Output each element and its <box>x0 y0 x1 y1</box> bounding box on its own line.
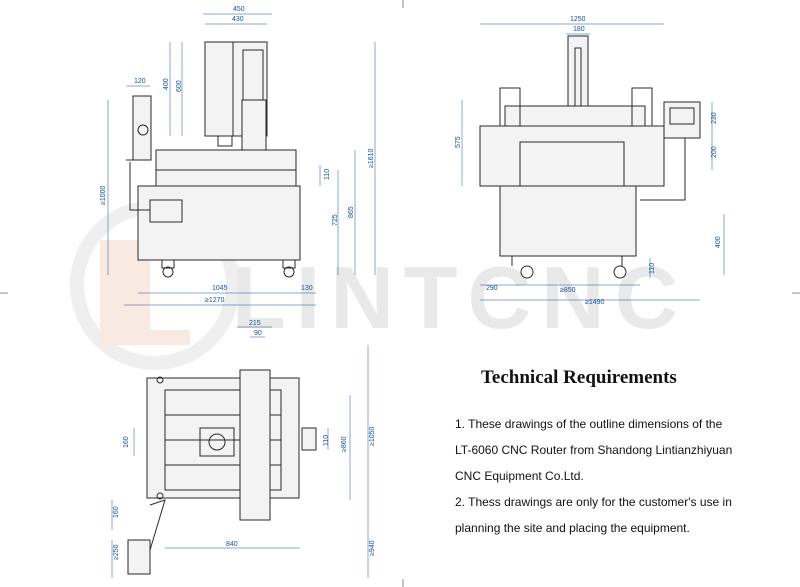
svg-text:400: 400 <box>163 78 170 90</box>
tech-line: CNC Equipment Co.Ltd. <box>455 469 584 483</box>
svg-text:290: 290 <box>486 285 498 292</box>
svg-text:840: 840 <box>226 541 238 548</box>
svg-text:430: 430 <box>232 16 244 23</box>
svg-text:1250: 1250 <box>570 16 586 23</box>
svg-text:160: 160 <box>113 506 120 518</box>
front-dimensions: 1250 180 575 230 200 400 290 ≥850 ≥1490 … <box>455 16 725 306</box>
svg-text:≥1490: ≥1490 <box>585 299 605 306</box>
svg-text:1045: 1045 <box>212 285 228 292</box>
front-view <box>479 35 701 279</box>
svg-text:≥1050: ≥1050 <box>369 426 376 446</box>
svg-text:120: 120 <box>134 78 146 85</box>
svg-text:865: 865 <box>348 206 355 218</box>
top-dimensions: 215 90 160 110 ≥860 ≥1050 840 160 ≥250 ≥… <box>111 320 376 578</box>
svg-text:≥1610: ≥1610 <box>368 148 375 168</box>
svg-text:200: 200 <box>711 146 718 158</box>
svg-text:130: 130 <box>301 285 313 292</box>
svg-text:160: 160 <box>123 436 130 448</box>
side-dimensions: 450 430 120 400 600 ≥1000 ≥1610 110 865 … <box>100 6 376 306</box>
top-view <box>127 369 317 575</box>
svg-text:110: 110 <box>324 169 331 180</box>
tech-title: Technical Requirements <box>481 367 677 388</box>
svg-text:725: 725 <box>332 214 339 226</box>
svg-text:≥940: ≥940 <box>369 540 376 556</box>
svg-text:90: 90 <box>254 330 262 337</box>
tech-line: planning the site and placing the equipm… <box>455 521 690 535</box>
watermark-text: LINTCNC <box>232 248 688 347</box>
technical-requirements: Technical Requirements 1. These drawings… <box>455 367 795 535</box>
svg-text:≥860: ≥860 <box>341 436 348 452</box>
svg-text:215: 215 <box>249 320 261 327</box>
svg-text:450: 450 <box>233 6 245 13</box>
svg-text:600: 600 <box>176 80 183 92</box>
svg-text:180: 180 <box>573 26 585 33</box>
svg-text:575: 575 <box>455 136 462 148</box>
svg-text:≥1270: ≥1270 <box>205 297 225 304</box>
svg-text:≥250: ≥250 <box>113 544 120 560</box>
svg-text:110: 110 <box>649 263 656 274</box>
svg-text:400: 400 <box>715 236 722 248</box>
tech-line: LT-6060 CNC Router from Shandong Lintian… <box>455 443 733 457</box>
tech-line: 1. These drawings of the outline dimensi… <box>455 417 723 431</box>
svg-text:≥850: ≥850 <box>560 287 576 294</box>
svg-text:≥1000: ≥1000 <box>100 185 107 205</box>
svg-text:230: 230 <box>711 112 718 124</box>
side-view <box>126 41 301 278</box>
tech-line: 2. Thess drawings are only for the custo… <box>455 495 732 509</box>
svg-text:110: 110 <box>323 435 330 446</box>
